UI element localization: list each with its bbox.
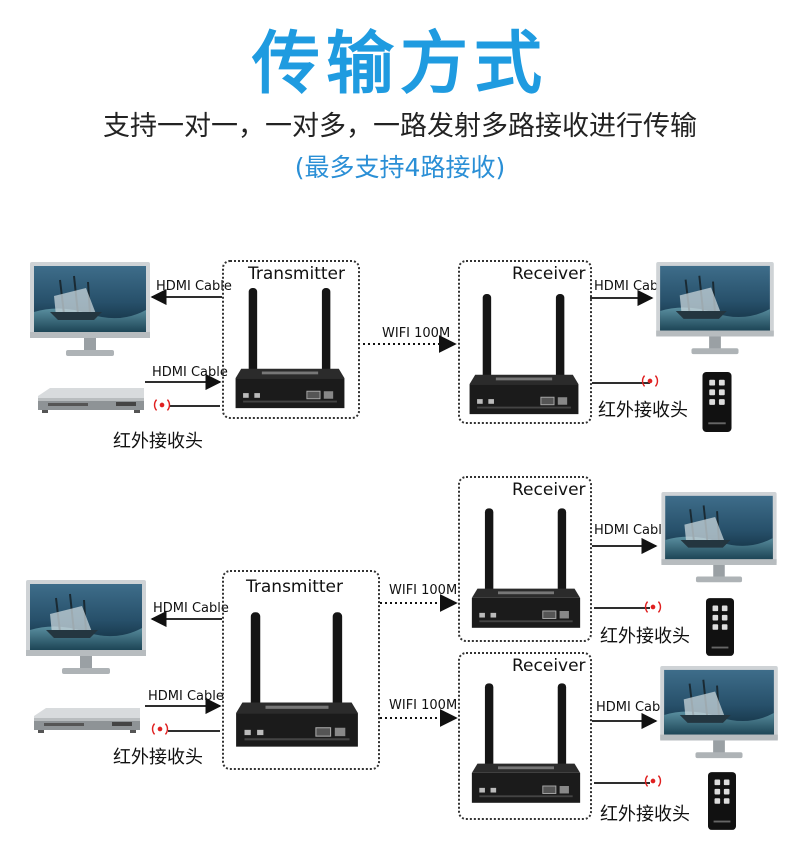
ir-receiver-label-rx-2a: 红外接收头 bbox=[600, 626, 690, 647]
receiver-label-2a: Receiver bbox=[512, 480, 586, 500]
transmitter-box-2 bbox=[222, 570, 380, 770]
hdmi-cable-label-rx-1: HDMI Cable bbox=[594, 279, 670, 294]
receiver-label-1: Receiver bbox=[512, 264, 586, 284]
wifi-label-1: WIFI 100M bbox=[382, 326, 451, 341]
media-player-1 bbox=[38, 388, 144, 413]
transmitter-box-1 bbox=[222, 260, 360, 419]
ir-icon-rx-2b bbox=[644, 774, 662, 788]
ir-icon-tx-2 bbox=[151, 722, 169, 736]
ir-icon-rx-1 bbox=[641, 374, 659, 388]
remote-control-2b bbox=[708, 772, 736, 830]
receiver-label-2b: Receiver bbox=[512, 656, 586, 676]
ir-icon-tx-1 bbox=[153, 398, 171, 412]
receiver-device-2b bbox=[471, 682, 581, 804]
remote-control-2a bbox=[706, 598, 734, 656]
hdmi-cable-label-rx-2a: HDMI Cable bbox=[594, 523, 670, 538]
monitor-2-right-b bbox=[660, 666, 778, 760]
wifi-label-2a: WIFI 100M bbox=[389, 583, 458, 598]
receiver-device-1 bbox=[469, 294, 579, 415]
wifi-label-2b: WIFI 100M bbox=[389, 698, 458, 713]
monitor-2-right-a bbox=[660, 492, 778, 584]
receiver-box-1 bbox=[458, 260, 592, 424]
transmitter-label-2: Transmitter bbox=[246, 577, 343, 597]
receiver-box-2a bbox=[458, 476, 592, 642]
monitor-1-right bbox=[656, 262, 774, 356]
hdmi-cable-label-rx-2b: HDMI Cable bbox=[596, 700, 672, 715]
page-subtitle: 支持一对一，一对多，一路发射多路接收进行传输 bbox=[103, 111, 697, 142]
ir-icon-rx-2a bbox=[644, 600, 662, 614]
receiver-limit-note: (最多支持4路接收) bbox=[294, 153, 506, 182]
receiver-box-2b bbox=[458, 652, 592, 820]
transmitter-label-1: Transmitter bbox=[248, 264, 345, 284]
monitor-2-left bbox=[26, 580, 146, 675]
monitor-1-left bbox=[30, 262, 150, 357]
ir-receiver-label-rx-2b: 红外接收头 bbox=[600, 804, 690, 825]
remote-control-1 bbox=[702, 372, 732, 432]
hdmi-cable-label-out-1: HDMI Cable bbox=[156, 279, 232, 294]
ir-receiver-label-tx-1: 红外接收头 bbox=[113, 431, 203, 452]
page-title: 传输方式 bbox=[251, 25, 548, 104]
hdmi-cable-label-in-2: HDMI Cable bbox=[148, 689, 224, 704]
ir-receiver-label-rx-1: 红外接收头 bbox=[598, 400, 688, 421]
ir-receiver-label-tx-2: 红外接收头 bbox=[113, 747, 203, 768]
transmitter-device-1 bbox=[235, 288, 345, 409]
media-player-2 bbox=[34, 708, 140, 733]
receiver-device-2a bbox=[471, 507, 581, 629]
transmitter-device-2 bbox=[235, 611, 359, 748]
hdmi-cable-label-out-2: HDMI Cable bbox=[153, 601, 229, 616]
hdmi-cable-label-in-1: HDMI Cable bbox=[152, 365, 228, 380]
